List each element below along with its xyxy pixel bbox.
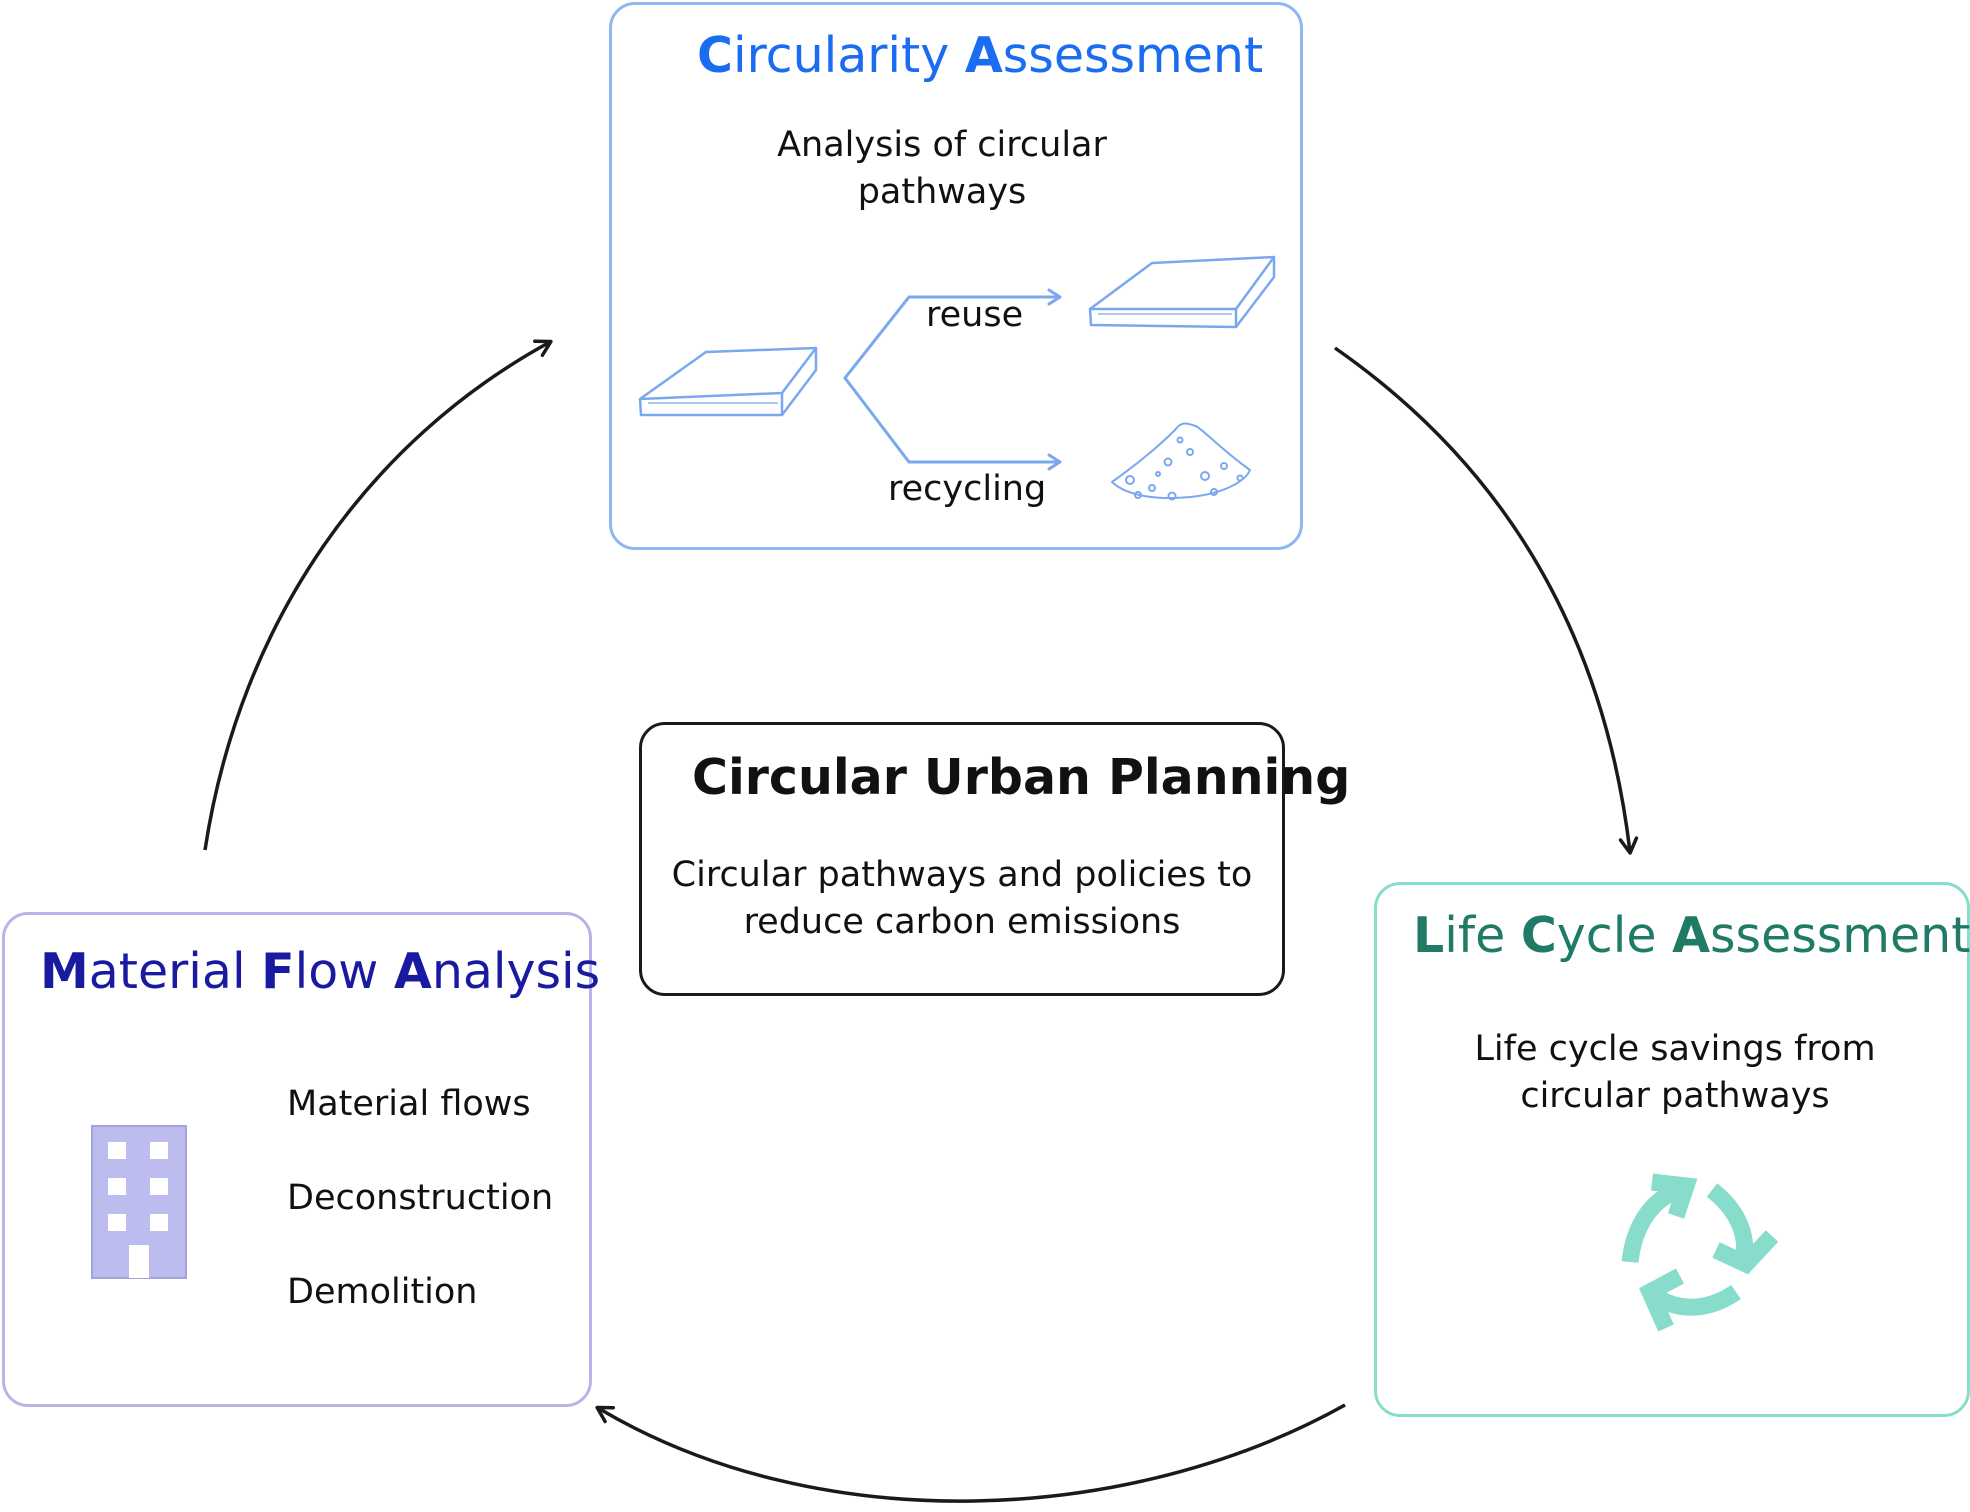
arrow-mfa-to-ca [203, 339, 553, 851]
arrow-ca-to-lca [1333, 346, 1639, 855]
mfa-title: Material Flow Analysis [40, 943, 601, 1000]
circularity-title: Circularity Assessment [697, 27, 1264, 84]
lca-title: Life Cycle Assessment [1413, 907, 1970, 964]
center-description: Circular pathways and policies to reduce… [671, 855, 1253, 942]
center-title: Circular Urban Planning [692, 749, 1351, 806]
circularity-description: Analysis of circular pathways [777, 125, 1107, 212]
arrow-lca-to-mfa [595, 1403, 1346, 1503]
lca-description: Life cycle savings from circular pathway… [1474, 1029, 1876, 1116]
recycling-label: recycling [888, 469, 1047, 509]
mfa-item-deconstruction: Deconstruction [287, 1178, 554, 1218]
material-flow-analysis-box: Material Flow Analysis Material flows De… [2, 912, 600, 1407]
circular-urban-planning-box: Circular Urban Planning Circular pathway… [639, 722, 1350, 996]
circularity-assessment-box: Circularity Assessment Analysis of circu… [609, 2, 1303, 550]
mfa-item-demolition: Demolition [287, 1272, 478, 1312]
mfa-item-material-flows: Material flows [287, 1084, 531, 1124]
life-cycle-assessment-box: Life Cycle Assessment Life cycle savings… [1374, 882, 1970, 1417]
reuse-label: reuse [926, 295, 1024, 335]
